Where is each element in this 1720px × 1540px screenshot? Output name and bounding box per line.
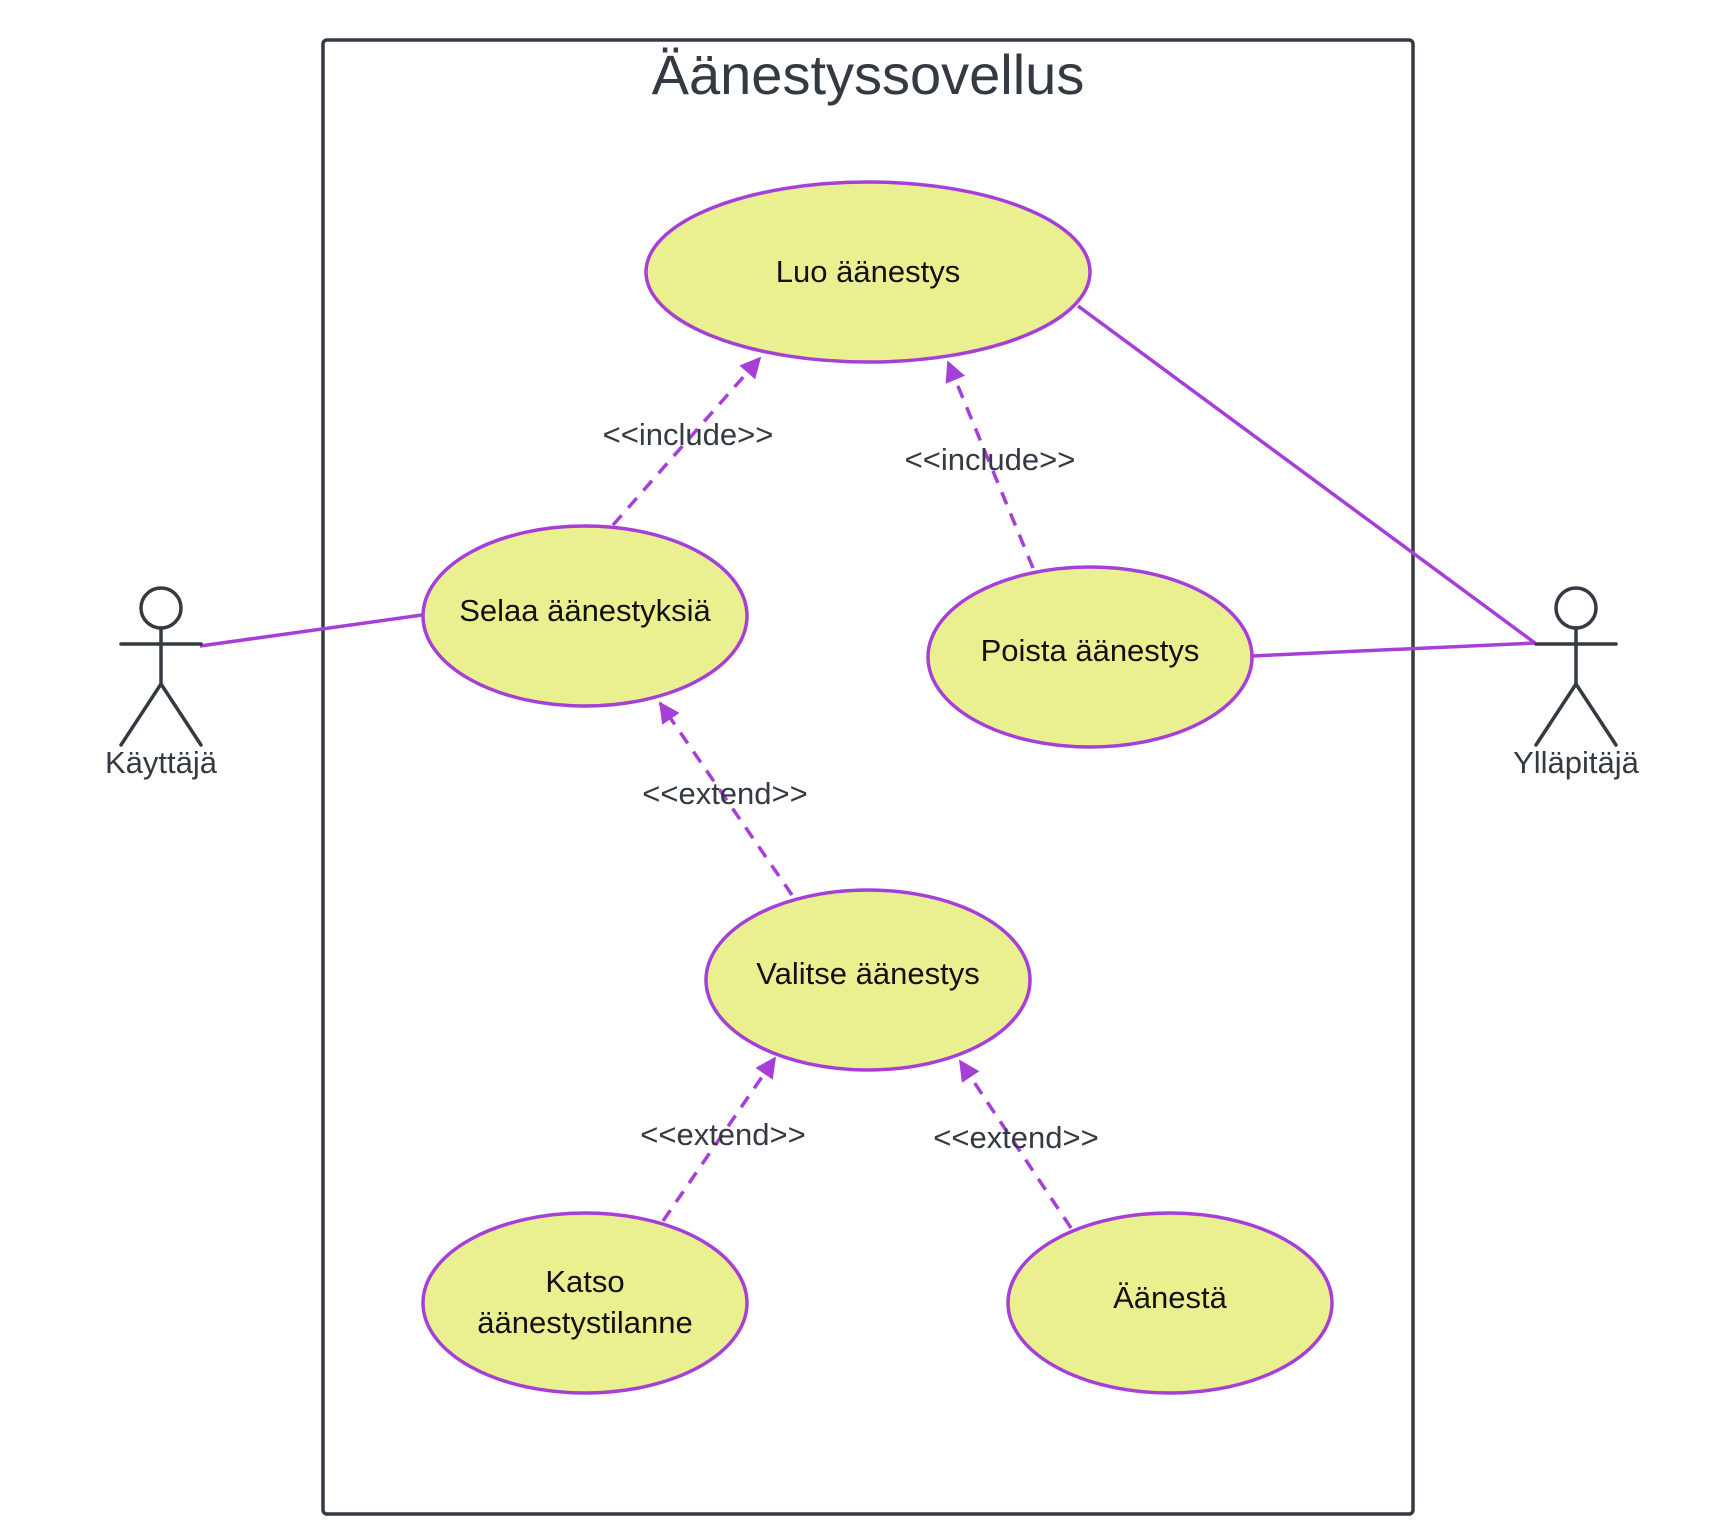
actor-user-label: Käyttäjä xyxy=(105,745,218,780)
use-case-delete-poll-label: Poista äänestys xyxy=(981,633,1200,668)
extend-view-select xyxy=(661,1056,777,1222)
include-browse-create xyxy=(611,356,762,527)
use-case-view-status-line1: Katso xyxy=(545,1264,624,1299)
use-case-browse-polls-label: Selaa äänestyksiä xyxy=(459,593,711,628)
system-title: Äänestyssovellus xyxy=(652,43,1085,106)
assoc-admin-delete xyxy=(1251,641,1536,658)
use-case-view-status: Katso äänestystilanne xyxy=(421,1211,749,1395)
actor-admin: Ylläpitäjä xyxy=(1513,586,1640,780)
include-label-1: <<include>> xyxy=(603,417,774,452)
use-case-select-poll: Valitse äänestys xyxy=(704,888,1032,1072)
use-case-view-status-line2: äänestystilanne xyxy=(477,1305,692,1340)
system-boundary xyxy=(321,38,1415,1516)
assoc-admin-create xyxy=(1076,304,1537,645)
extend-select-browse xyxy=(658,701,794,896)
extend-label-2: <<extend>> xyxy=(640,1117,806,1152)
use-case-create-poll-label: Luo äänestys xyxy=(776,254,960,289)
actor-admin-head-icon xyxy=(1554,586,1598,630)
extend-label-1: <<extend>> xyxy=(642,776,808,811)
include-delete-create xyxy=(945,360,1035,569)
use-case-create-poll: Luo äänestys xyxy=(644,180,1092,364)
use-case-delete-poll: Poista äänestys xyxy=(926,565,1254,749)
use-case-vote: Äänestä xyxy=(1006,1211,1334,1395)
extend-vote-select xyxy=(958,1059,1073,1229)
actor-user-head-icon xyxy=(139,586,183,630)
actor-admin-label: Ylläpitäjä xyxy=(1513,745,1640,780)
use-case-select-poll-label: Valitse äänestys xyxy=(756,956,979,991)
extend-label-3: <<extend>> xyxy=(933,1120,1099,1155)
assoc-user-browse xyxy=(199,613,423,648)
include-label-2: <<include>> xyxy=(905,442,1076,477)
use-case-browse-polls: Selaa äänestyksiä xyxy=(421,524,749,708)
actor-user: Käyttäjä xyxy=(105,586,218,780)
use-case-vote-label: Äänestä xyxy=(1113,1280,1228,1315)
